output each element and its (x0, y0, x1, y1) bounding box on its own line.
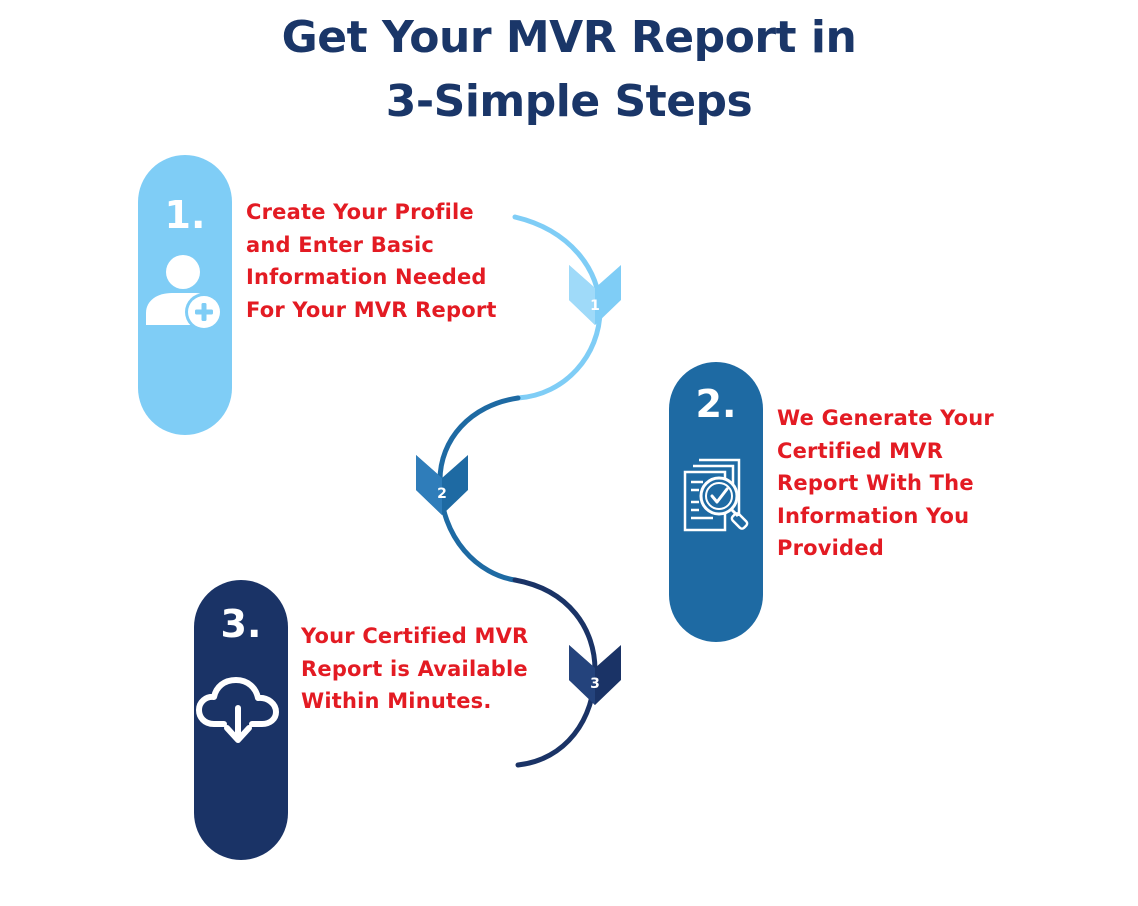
step-3-line-2: Report is Available (301, 656, 528, 681)
title-line-1: Get Your MVR Report in (281, 12, 857, 63)
step-1-pill: 1. (138, 155, 232, 435)
step-1-line-3: Information Needed (246, 265, 487, 289)
step-2-line-4: Information You (777, 503, 970, 528)
arrow-marker-3 (569, 645, 621, 705)
step-2-line-2: Certified MVR (777, 438, 944, 463)
step-1-number: 1. (164, 193, 206, 237)
document-search-icon (669, 454, 763, 534)
step-2-text: We Generate Your Certified MVR Report Wi… (777, 402, 994, 565)
step-2-line-3: Report With The (777, 471, 974, 495)
step-3-number: 3. (220, 602, 262, 646)
title-line-2: 3-Simple Steps (385, 76, 753, 127)
step-3-text: Your Certified MVR Report is Available W… (301, 620, 528, 718)
step-2-number: 2. (695, 382, 737, 426)
step-1-line-2: and Enter Basic (246, 232, 435, 257)
step-3-pill: 3. (194, 580, 288, 860)
arrow-marker-1 (569, 265, 621, 325)
user-add-icon (138, 250, 232, 331)
arrow-marker-1-label: 1 (590, 298, 600, 314)
step-1-line-1: Create Your Profile (246, 200, 474, 224)
step-3-line-1: Your Certified MVR (301, 624, 529, 648)
step-2-pill: 2. (669, 362, 763, 642)
step-1-text: Create Your Profile and Enter Basic Info… (246, 196, 497, 326)
page-title: Get Your MVR Report in 3-Simple Steps (0, 6, 1138, 134)
arrow-marker-2 (416, 455, 468, 515)
cloud-download-icon (194, 672, 288, 752)
step-1-line-4: For Your MVR Report (246, 297, 497, 322)
arrow-marker-2-label: 2 (437, 486, 447, 502)
arrow-marker-3-label: 3 (590, 676, 600, 692)
step-2-line-5: Provided (777, 536, 884, 560)
step-2-line-1: We Generate Your (777, 406, 994, 430)
step-3-line-3: Within Minutes. (301, 689, 492, 713)
